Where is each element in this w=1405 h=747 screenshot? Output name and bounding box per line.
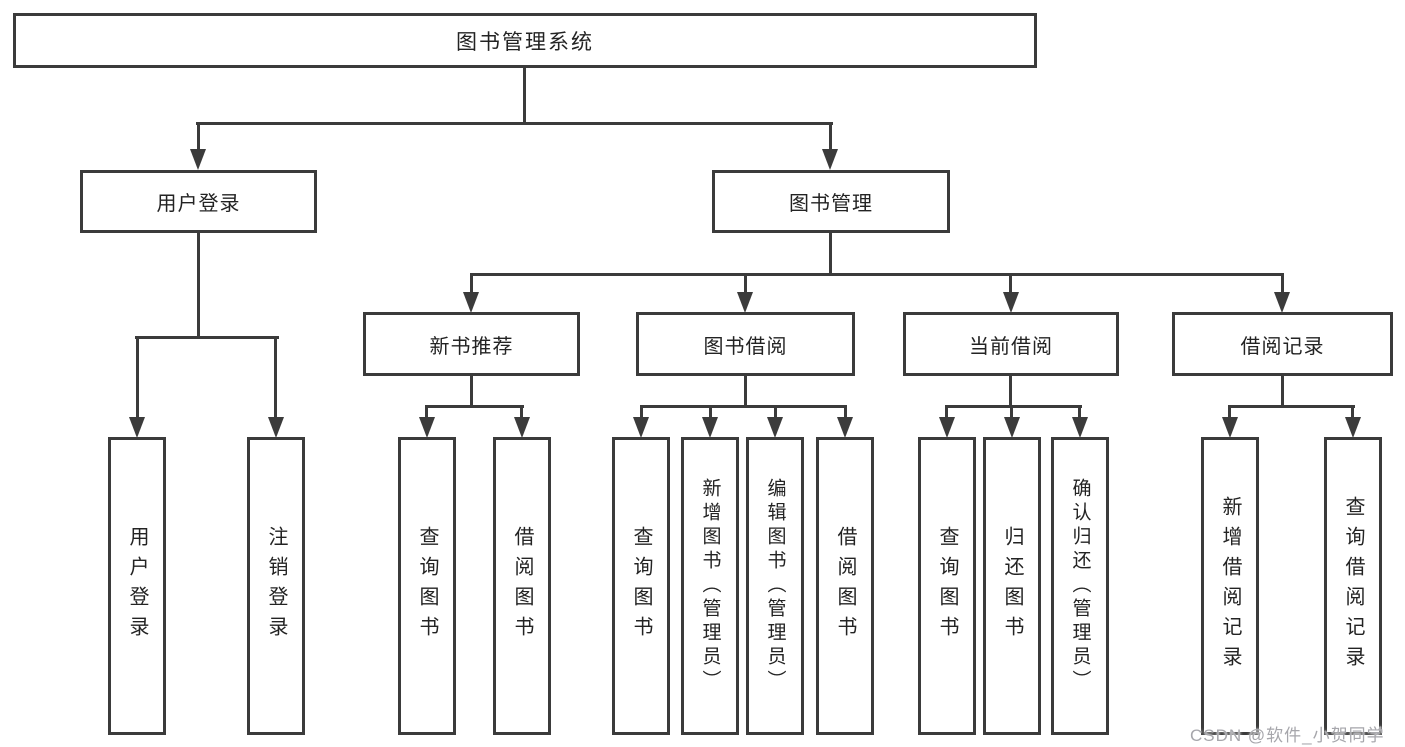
arrow-down-icon [737,292,753,313]
leaf-label: 查询借阅记录 [1342,496,1364,676]
connector-line [709,405,712,420]
leaf-label: 新增图书（管理员） [699,478,721,694]
leaf-label: 借阅图书 [511,526,533,646]
leaf-label: 借阅图书 [834,526,856,646]
leaf-confirm-return-admin: 确认归还（管理员） [1051,437,1109,735]
connector-line [1009,273,1012,295]
node-label: 图书管理系统 [456,30,594,54]
connector-line [196,122,833,125]
leaf-user-login: 用户登录 [108,437,166,735]
connector-line [1351,405,1354,420]
connector-line [844,405,847,420]
connector-line [470,376,473,407]
node-book-management: 图书管理 [712,170,950,233]
connector-line [640,405,643,420]
node-label: 图书借阅 [703,335,788,358]
connector-line [744,376,747,407]
leaf-add-borrow-record: 新增借阅记录 [1201,437,1259,735]
leaf-logout: 注销登录 [247,437,305,735]
node-borrowing-records: 借阅记录 [1172,312,1393,376]
connector-line [1010,405,1013,420]
leaf-borrow-books: 借阅图书 [493,437,551,735]
arrow-down-icon [514,417,530,438]
leaf-query-books: 查询图书 [918,437,976,735]
connector-line [425,405,524,408]
arrow-down-icon [939,417,955,438]
arrow-down-icon [1004,417,1020,438]
connector-line [136,336,139,418]
arrow-down-icon [1345,417,1361,438]
connector-line [425,405,428,420]
connector-line [1009,376,1012,407]
leaf-label: 编辑图书（管理员） [764,478,786,694]
arrow-down-icon [822,149,838,170]
connector-line [520,405,523,420]
connector-line [470,273,1284,276]
connector-line [829,233,832,275]
leaf-label: 查询图书 [416,526,438,646]
connector-line [945,405,1082,408]
connector-line [523,66,526,124]
connector-line [1228,405,1231,420]
arrow-down-icon [1072,417,1088,438]
arrow-down-icon [190,149,206,170]
arrow-down-icon [419,417,435,438]
arrow-down-icon [1222,417,1238,438]
connector-line [1281,273,1284,295]
leaf-label: 注销登录 [265,526,287,646]
connector-line [640,405,846,408]
connector-line [1281,376,1284,407]
connector-line [1228,405,1355,408]
arrow-down-icon [129,417,145,438]
connector-line [274,336,277,418]
leaf-label: 新增借阅记录 [1219,496,1241,676]
connector-line [774,405,777,420]
connector-line [197,233,200,336]
arrow-down-icon [837,417,853,438]
leaf-label: 用户登录 [126,526,148,646]
leaf-add-book-admin: 新增图书（管理员） [681,437,739,735]
arrow-down-icon [767,417,783,438]
connector-line [470,273,473,295]
arrow-down-icon [633,417,649,438]
arrow-down-icon [268,417,284,438]
node-new-book-recommendation: 新书推荐 [363,312,580,376]
node-label: 新书推荐 [429,335,514,358]
leaf-query-books: 查询图书 [612,437,670,735]
arrow-down-icon [1274,292,1290,313]
leaf-label: 确认归还（管理员） [1069,478,1091,694]
connector-line [1078,405,1081,420]
node-user-login: 用户登录 [80,170,317,233]
node-label: 图书管理 [789,193,873,215]
leaf-edit-book-admin: 编辑图书（管理员） [746,437,804,735]
connector-line [744,273,747,295]
arrow-down-icon [1003,292,1019,313]
leaf-label: 查询图书 [630,526,652,646]
leaf-borrow-books: 借阅图书 [816,437,874,735]
leaf-label: 查询图书 [936,526,958,646]
arrow-down-icon [463,292,479,313]
csdn-watermark: CSDN @软件_小贺同学 [1190,726,1385,745]
arrow-down-icon [702,417,718,438]
leaf-query-books: 查询图书 [398,437,456,735]
connector-line [945,405,948,420]
node-label: 当前借阅 [969,335,1053,358]
node-library-management-system: 图书管理系统 [13,13,1037,68]
leaf-label: 归还图书 [1001,526,1023,646]
connector-line [197,122,200,152]
connector-line [135,336,279,339]
connector-line [829,122,832,152]
node-current-borrowing: 当前借阅 [903,312,1119,376]
node-label: 借阅记录 [1240,335,1325,358]
node-book-borrowing: 图书借阅 [636,312,855,376]
leaf-return-book: 归还图书 [983,437,1041,735]
leaf-query-borrow-record: 查询借阅记录 [1324,437,1382,735]
node-label: 用户登录 [156,193,241,215]
